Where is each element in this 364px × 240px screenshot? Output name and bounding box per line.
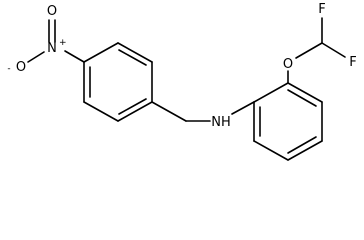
amine-label: NH [211,115,231,130]
nitro-oxygen-minus-label: O [16,60,26,75]
ring-bond [253,140,289,161]
nitrophenyl-ring [83,42,153,122]
fluorine-left-label: F [318,2,325,17]
c-f-bond [321,42,346,58]
ring-double-bond [287,136,317,154]
linker-bonds [151,101,255,122]
ring-bond [287,82,323,103]
benzyl-bond [151,101,187,122]
fluorine-right-label: F [349,55,356,70]
nh-aryl-bond [231,101,255,115]
ring-double-bond [287,89,317,107]
nitro-oxygen-minus-charge: - [7,64,10,74]
ring-bond [253,82,289,103]
ring-bond [117,101,153,122]
difluoromethoxy-group [287,17,346,84]
o-cf2-bond [295,42,323,59]
nitro-single-bond [27,51,45,63]
ring-bond [287,140,323,161]
ring-bond [83,42,119,63]
ring-double-bond [118,49,147,66]
atom-labels: O N + O - NH O F F [7,2,356,130]
ether-oxygen-label: O [283,57,293,72]
ring-bond [83,101,119,122]
nitro-bond [64,50,85,63]
nitro-nitrogen-charge: + [59,38,67,48]
ring-bond [117,42,153,63]
aniline-ring [253,82,323,161]
structure-diagram: O N + O - NH O F F [7,2,357,161]
nitro-oxygen-top-label: O [47,4,57,19]
ring-double-bond [118,98,147,115]
nitro-group [27,19,85,63]
nitro-nitrogen-label: N [47,41,57,56]
